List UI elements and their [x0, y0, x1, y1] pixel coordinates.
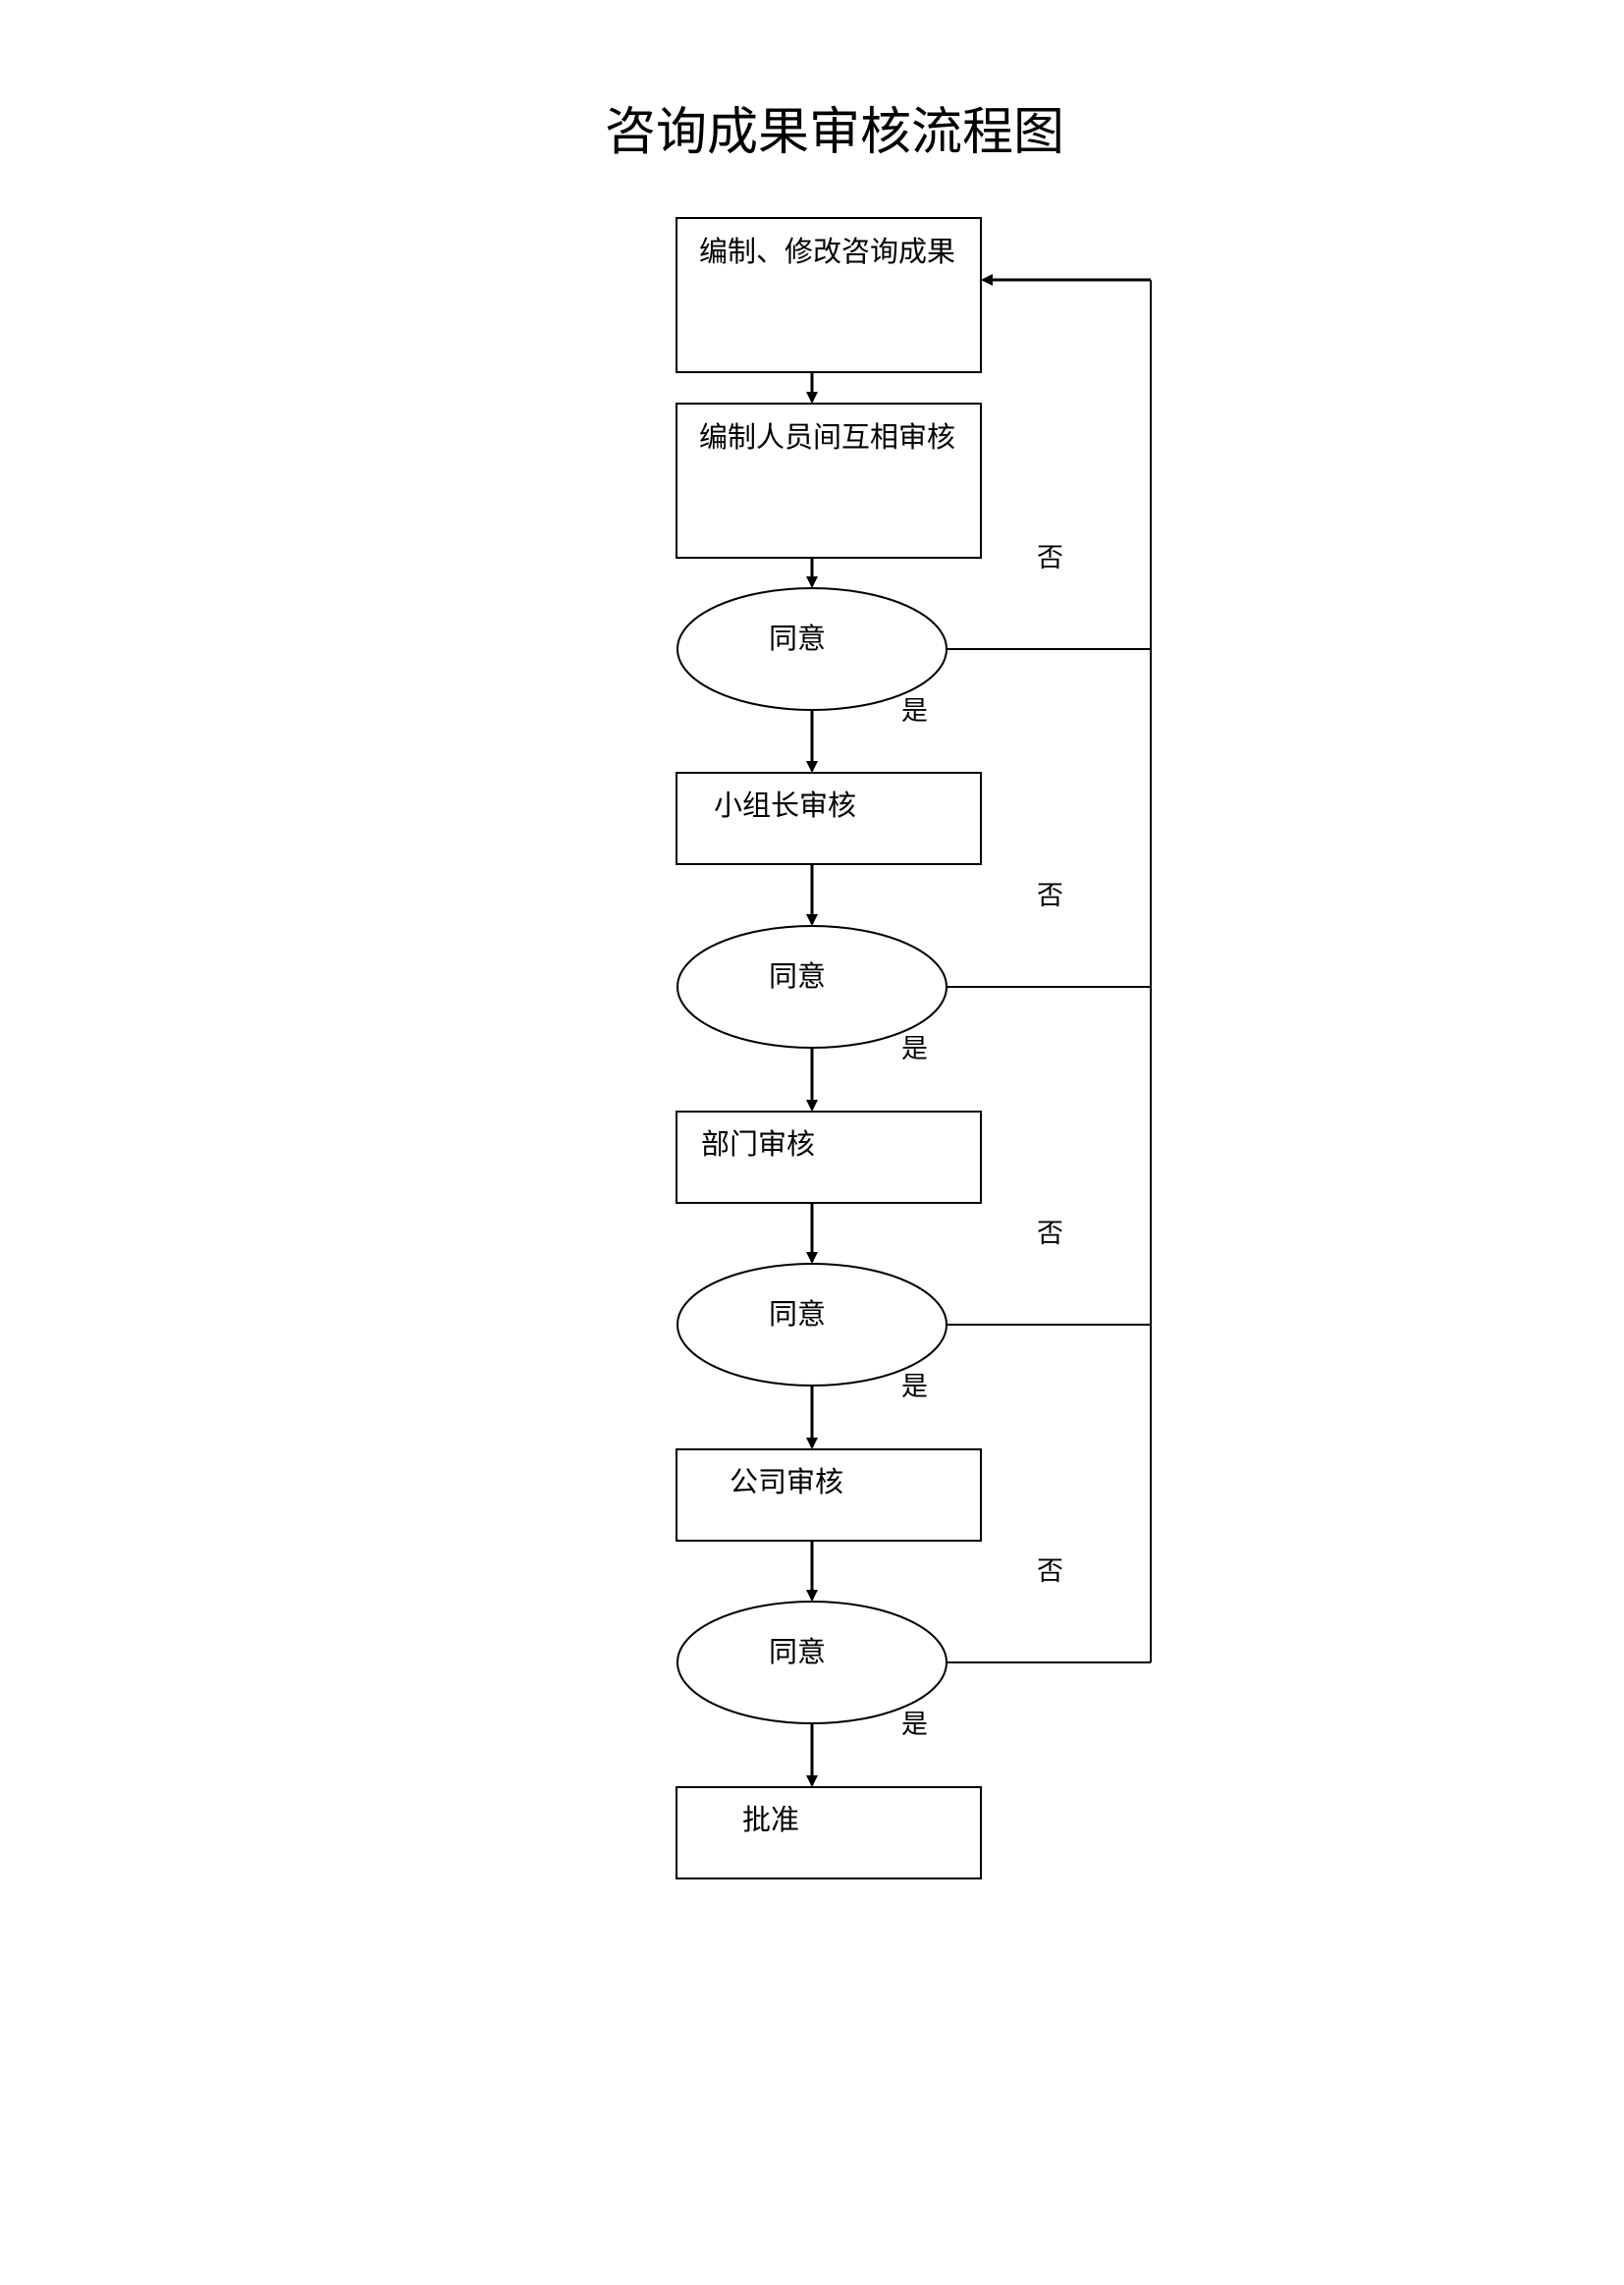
step-company-review: 公司审核 — [676, 1448, 982, 1542]
step-team-lead-review-label: 小组长审核 — [714, 789, 856, 822]
decision-2: 同意 — [677, 925, 947, 1049]
step-team-lead-review: 小组长审核 — [676, 772, 982, 865]
step-peer-review-label: 编制人员间互相审核 — [699, 420, 955, 454]
decision-1-label: 同意 — [769, 622, 826, 655]
rejection-loop — [947, 274, 1152, 1663]
yes-label-3: 是 — [901, 1372, 928, 1402]
page-title: 咨询成果审核流程图 — [604, 103, 1064, 162]
decision-4-label: 同意 — [769, 1635, 826, 1668]
no-label-4: 否 — [1037, 1556, 1063, 1587]
step-draft-label: 编制、修改咨询成果 — [699, 235, 955, 268]
yes-label-1: 是 — [901, 696, 928, 727]
step-draft: 编制、修改咨询成果 — [676, 217, 982, 373]
step-department-review: 部门审核 — [676, 1111, 982, 1204]
yes-label-2: 是 — [901, 1034, 928, 1064]
yes-label-4: 是 — [901, 1710, 928, 1740]
step-department-review-label: 部门审核 — [701, 1127, 815, 1161]
step-approval-label: 批准 — [742, 1803, 799, 1836]
step-approval: 批准 — [676, 1786, 982, 1879]
no-label-3: 否 — [1037, 1219, 1063, 1249]
decision-3-label: 同意 — [769, 1297, 826, 1331]
step-company-review-label: 公司审核 — [730, 1465, 843, 1498]
step-peer-review: 编制人员间互相审核 — [676, 403, 982, 559]
decision-3: 同意 — [677, 1263, 947, 1387]
decision-1: 同意 — [677, 587, 947, 711]
no-label-2: 否 — [1037, 881, 1063, 911]
no-label-1: 否 — [1037, 543, 1063, 573]
decision-4: 同意 — [677, 1601, 947, 1724]
decision-2-label: 同意 — [769, 959, 826, 993]
